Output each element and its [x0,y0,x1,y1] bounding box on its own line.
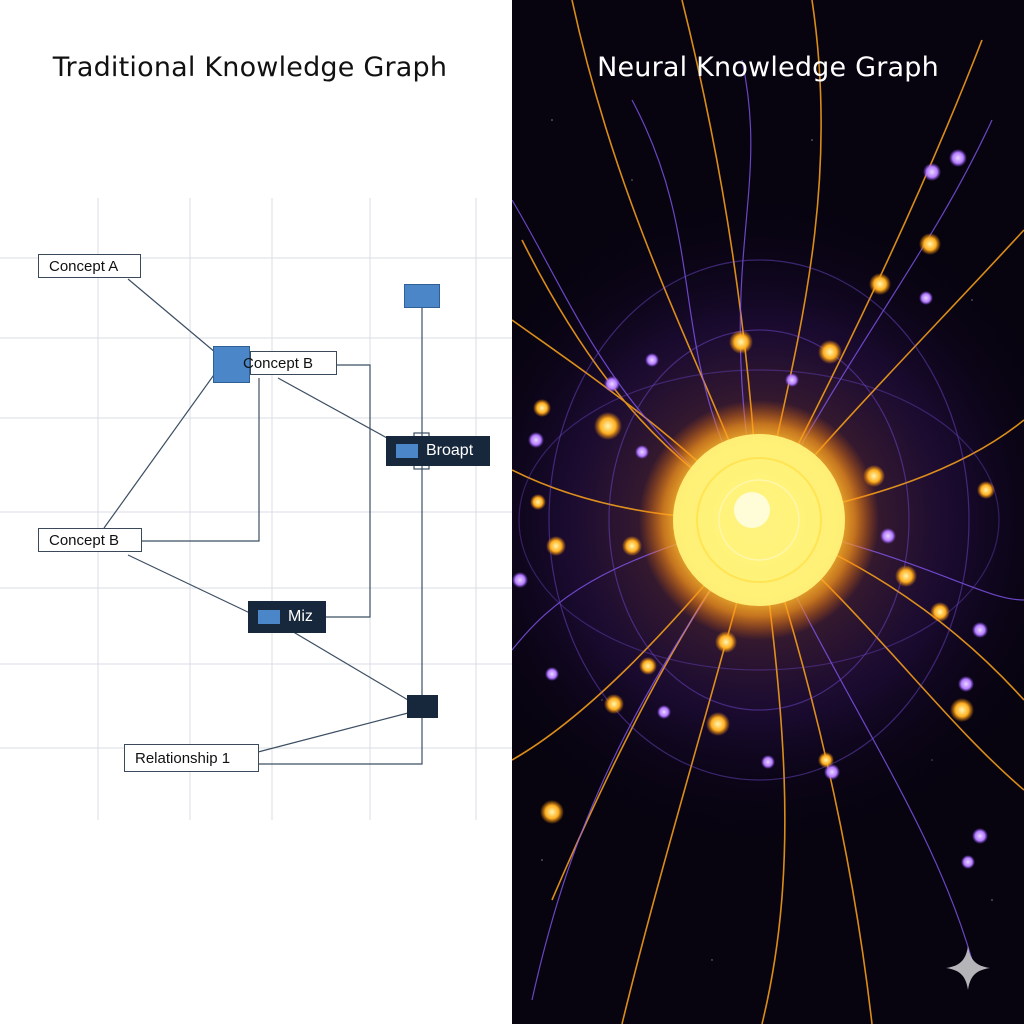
edge-concept-b-to-broapt [277,377,399,445]
concept-b-square-node[interactable] [213,346,250,383]
edge-concept-b-bottom-to-concept-b-top [142,378,260,542]
concept-a-node[interactable]: Concept A [38,254,141,278]
concept-b-bottom-node[interactable]: Concept B [38,528,142,552]
edge-miz-to-hub [289,629,409,701]
edge-miz-to-concept-b [326,364,371,618]
edge-relationship-to-hub [257,712,409,753]
node-chip-icon [258,610,280,624]
miz-label: Miz [288,608,313,625]
concept-b-bottom-label: Concept B [49,531,120,549]
broapt-node[interactable]: Broapt [386,436,490,466]
sparkle-icon [946,946,990,990]
edge-concept-b-bottom-to-square [103,371,217,529]
hub-node[interactable] [407,695,438,718]
traditional-graph-title: Traditional Knowledge Graph [52,52,448,83]
edge-concept-b-bottom-to-miz [127,554,253,615]
miz-node[interactable]: Miz [248,601,326,633]
traditional-graph-panel: Traditional Knowledge Graph [0,52,512,820]
node-chip-icon [396,444,418,458]
top-square-node[interactable] [404,284,440,308]
relationship-1-label: Relationship 1 [135,749,231,767]
concept-b-top-node[interactable]: Concept B [243,351,337,375]
concept-a-label: Concept A [49,257,119,275]
concept-b-top-label: Concept B [243,354,314,372]
edge-concept-a-to-concept-b [127,278,223,359]
edge-hub-to-relationship [258,718,423,765]
graph-edges [103,278,430,765]
neural-graph-title: Neural Knowledge Graph [597,52,939,83]
grid-background [0,198,512,820]
relationship-1-node[interactable]: Relationship 1 [124,744,259,772]
broapt-label: Broapt [426,442,474,459]
neural-network-visual [512,0,1024,1024]
neural-graph-panel: Neural Knowledge Graph [512,0,1024,1024]
